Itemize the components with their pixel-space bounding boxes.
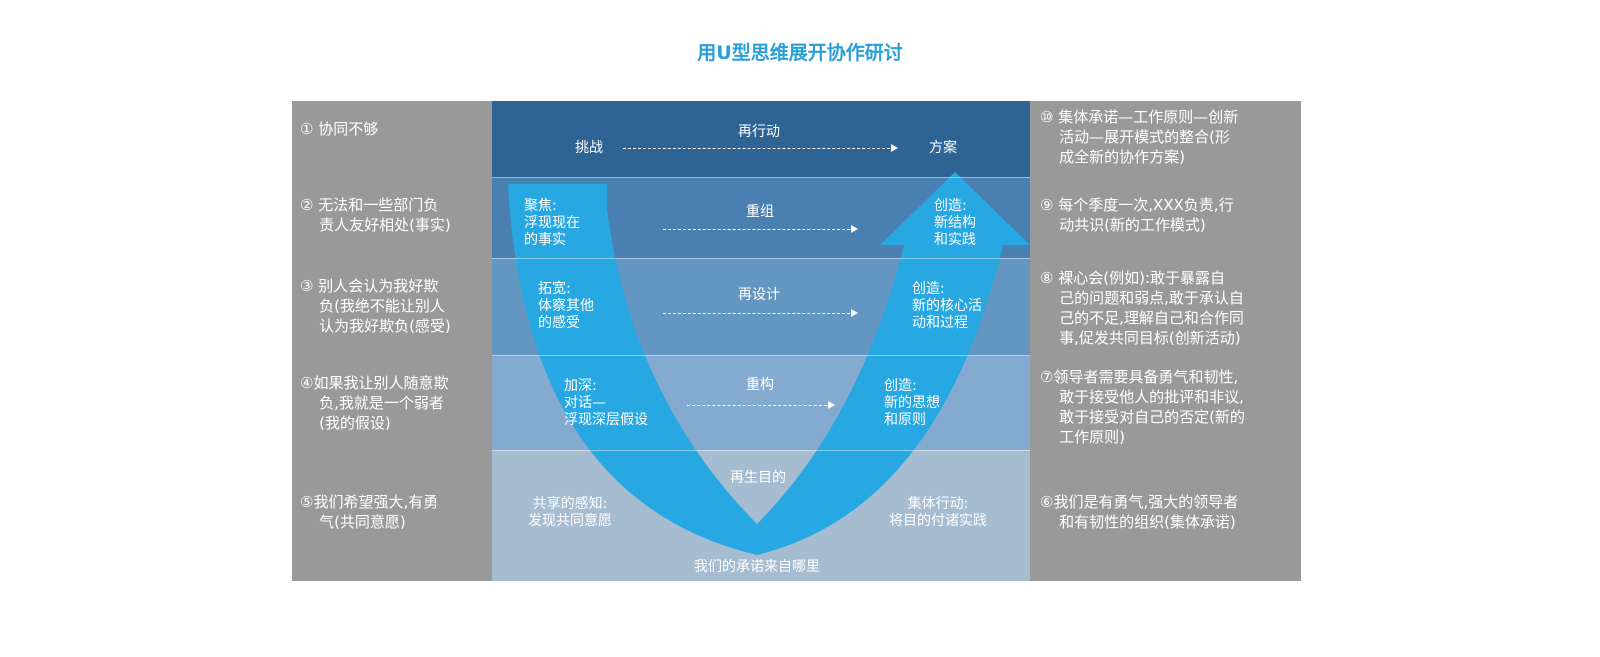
band-row-1 bbox=[492, 101, 1030, 177]
row2-dashed-arrow bbox=[663, 225, 858, 233]
left-cell-3: ③ 别人会认为我好欺 负(我绝不能让别人 认为我好欺负(感受) bbox=[292, 258, 492, 355]
left-cell-5: ⑤我们希望强大,有勇 气(共同意愿) bbox=[292, 450, 492, 581]
right-cell-3: ⑧ 裸心会(例如):敢于暴露自 己的问题和弱点,敢于承认自 己的不足,理解自己和… bbox=[1030, 258, 1301, 355]
row4-right-label: 创造: 新的思想 和原则 bbox=[884, 378, 940, 428]
left-cell-text: ④如果我让别人随意欺 负,我就是一个弱者 (我的假设) bbox=[300, 374, 449, 432]
row5-right-label: 集体行动: 将目的付诸实践 bbox=[889, 496, 987, 529]
right-cell-text: ⑦领导者需要具备勇气和韧性, 敢于接受他人的批评和非议, 敢于接受对自己的否定(… bbox=[1040, 368, 1245, 446]
left-cell-text: ⑤我们希望强大,有勇 气(共同意愿) bbox=[300, 493, 439, 531]
left-cell-4: ④如果我让别人随意欺 负,我就是一个弱者 (我的假设) bbox=[292, 355, 492, 450]
row3-dashed-arrow bbox=[663, 309, 858, 317]
row2-mid-label: 重组 bbox=[746, 204, 774, 220]
right-cell-text: ⑩ 集体承诺—工作原则—创新 活动—展开模式的整合(形 成全新的协作方案) bbox=[1040, 108, 1239, 166]
row-separator bbox=[292, 355, 1301, 356]
row5-center-label: 再生目的 bbox=[730, 470, 786, 486]
left-cell-text: ① 协同不够 bbox=[300, 120, 379, 138]
row2-right-label: 创造: 新结构 和实践 bbox=[934, 198, 976, 248]
row-separator bbox=[292, 177, 1301, 178]
row1-dashed-arrow bbox=[623, 144, 898, 152]
row-separator bbox=[292, 450, 1301, 451]
right-cell-1: ⑩ 集体承诺—工作原则—创新 活动—展开模式的整合(形 成全新的协作方案) bbox=[1030, 101, 1301, 177]
row4-mid-label: 重构 bbox=[746, 377, 774, 393]
row1-mid-label: 再行动 bbox=[738, 124, 780, 140]
left-cell-1: ① 协同不够 bbox=[292, 101, 492, 177]
right-cell-5: ⑥我们是有勇气,强大的领导者 和有韧性的组织(集体承诺) bbox=[1030, 450, 1301, 581]
right-cell-2: ⑨ 每个季度一次,XXX负责,行 动共识(新的工作模式) bbox=[1030, 177, 1301, 258]
row5-left-label: 共享的感知: 发现共同意愿 bbox=[528, 496, 612, 529]
row1-right-label: 方案 bbox=[929, 140, 957, 156]
left-cell-text: ② 无法和一些部门负 责人友好相处(事实) bbox=[300, 196, 451, 234]
row4-dashed-arrow bbox=[687, 401, 835, 409]
row1-left-label: 挑战 bbox=[575, 140, 603, 156]
row3-mid-label: 再设计 bbox=[738, 287, 780, 303]
left-cell-2: ② 无法和一些部门负 责人友好相处(事实) bbox=[292, 177, 492, 258]
row3-left-label: 拓宽: 体察其他 的感受 bbox=[538, 281, 594, 331]
right-cell-text: ⑨ 每个季度一次,XXX负责,行 动共识(新的工作模式) bbox=[1040, 196, 1234, 234]
row3-right-label: 创造: 新的核心活 动和过程 bbox=[912, 281, 982, 331]
bottom-label: 我们的承诺来自哪里 bbox=[694, 559, 820, 575]
row2-left-label: 聚焦: 浮现现在 的事实 bbox=[524, 198, 580, 248]
page-title: 用U型思维展开协作研讨 bbox=[697, 42, 903, 64]
right-cell-4: ⑦领导者需要具备勇气和韧性, 敢于接受他人的批评和非议, 敢于接受对自己的否定(… bbox=[1030, 355, 1301, 450]
right-cell-text: ⑥我们是有勇气,强大的领导者 和有韧性的组织(集体承诺) bbox=[1040, 493, 1239, 531]
band-row-5 bbox=[492, 450, 1030, 581]
row-separator bbox=[292, 258, 1301, 259]
left-cell-text: ③ 别人会认为我好欺 负(我绝不能让别人 认为我好欺负(感受) bbox=[300, 277, 451, 335]
right-cell-text: ⑧ 裸心会(例如):敢于暴露自 己的问题和弱点,敢于承认自 己的不足,理解自己和… bbox=[1040, 269, 1244, 347]
row4-left-label: 加深: 对话— 浮现深层假设 bbox=[564, 378, 648, 428]
